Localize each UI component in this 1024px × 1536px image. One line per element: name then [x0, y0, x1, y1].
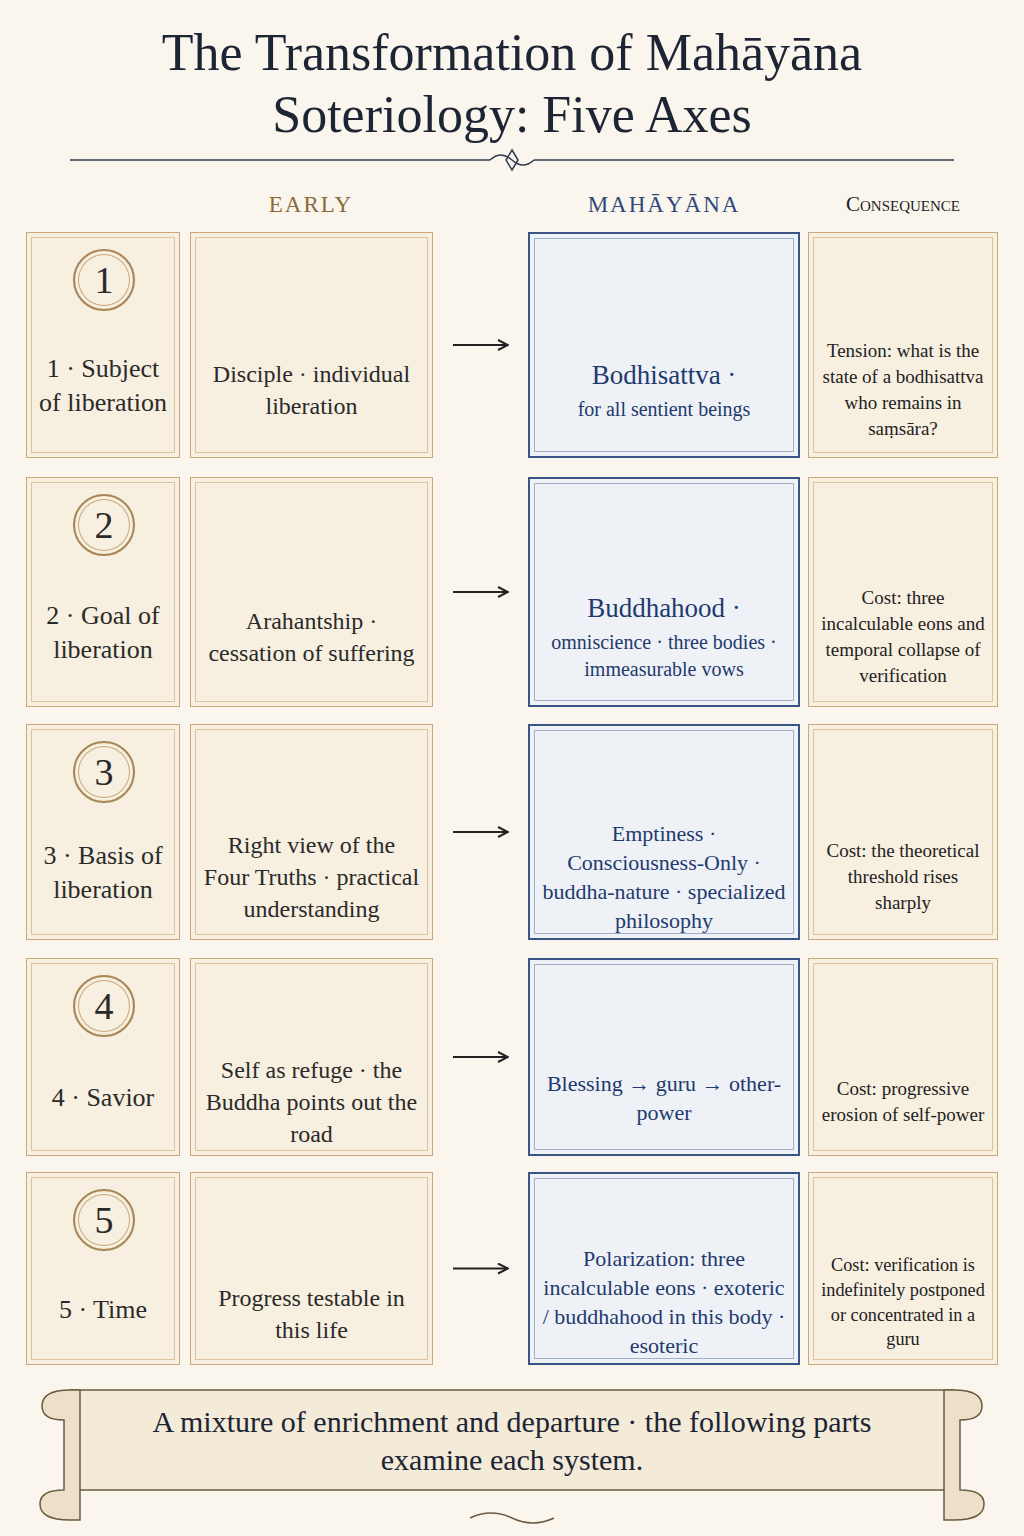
- column-header: EARLY: [191, 192, 431, 218]
- column-header: MAHĀYĀNA: [544, 192, 784, 218]
- mahayana-box: Blessing → guru → other-power: [528, 958, 800, 1156]
- mahayana-box: Buddhahood · omniscience · three bodies ·…: [528, 477, 800, 707]
- early-box: Arahantship · cessation of suffering: [190, 477, 433, 707]
- box-text: Self as refuge · the Buddha points out t…: [203, 1054, 420, 1150]
- mahayana-box: Bodhisattva · for all sentient beings: [528, 232, 800, 458]
- mahayana-box: Polarization: three incalculable eons · …: [528, 1172, 800, 1365]
- consequence-box: Cost: three incalculable eons and tempor…: [808, 477, 998, 707]
- scroll-banner: [40, 1390, 984, 1523]
- box-text: 2 · Goal of liberation: [39, 599, 167, 667]
- early-box: Progress testable in this life: [190, 1172, 433, 1365]
- flow-arrow: [453, 1056, 508, 1058]
- box-text: Right view of the Four Truths · practica…: [203, 829, 420, 925]
- callout-number: 1: [95, 260, 114, 300]
- box-text: Buddhahood ·: [587, 591, 741, 625]
- axis-number-circle: 5: [73, 1189, 135, 1251]
- box-text: Polarization: three incalculable eons · …: [542, 1244, 786, 1360]
- callout-number: 2: [95, 505, 114, 545]
- column-header: Consequence: [783, 192, 1023, 217]
- mahayana-box: Emptiness · Consciousness-Only · buddha-…: [528, 724, 800, 940]
- box-text: Blessing → guru → other-power: [542, 1069, 786, 1127]
- flow-arrow: [453, 344, 508, 346]
- box-text: Cost: verification is indefinitely postp…: [821, 1253, 985, 1353]
- box-text: Arahantship · cessation of suffering: [203, 605, 420, 669]
- callout-number: 5: [95, 1200, 114, 1240]
- box-text: 3 · Basis of liberation: [39, 839, 167, 907]
- box-text: Progress testable in this life: [203, 1282, 420, 1346]
- box-text: Disciple · individual liberation: [203, 358, 420, 422]
- flow-arrow: [453, 1267, 508, 1269]
- callout-number: 3: [95, 752, 114, 792]
- diagram-title: The Transformation of Mahāyāna Soteriolo…: [90, 22, 934, 146]
- axis-label-box: 2 · Goal of liberation 2: [26, 477, 180, 707]
- box-text: Cost: three incalculable eons and tempor…: [821, 585, 985, 689]
- axis-label-box: 3 · Basis of liberation 3: [26, 724, 180, 940]
- axis-label-box: 5 · Time 5: [26, 1172, 180, 1365]
- box-text: Cost: progressive erosion of self-power: [821, 1076, 985, 1128]
- axis-label-box: 1 · Subject of liberation 1: [26, 232, 180, 458]
- axis-number-circle: 4: [73, 975, 135, 1037]
- scroll-caption: A mixture of enrichment and departure · …: [110, 1398, 914, 1484]
- box-text: 5 · Time: [59, 1293, 147, 1327]
- box-text: for all sentient beings: [578, 396, 751, 423]
- flow-arrow: [453, 591, 508, 593]
- consequence-box: Cost: progressive erosion of self-power: [808, 958, 998, 1156]
- box-text: Emptiness · Consciousness-Only · buddha-…: [542, 819, 786, 935]
- box-text: 4 · Savior: [52, 1081, 155, 1115]
- box-text: Bodhisattva ·: [592, 358, 737, 392]
- axis-number-circle: 2: [73, 494, 135, 556]
- early-box: Disciple · individual liberation: [190, 232, 433, 458]
- early-box: Right view of the Four Truths · practica…: [190, 724, 433, 940]
- consequence-box: Cost: the theoretical threshold rises sh…: [808, 724, 998, 940]
- title-divider: [70, 150, 954, 170]
- consequence-box: Tension: what is the state of a bodhisat…: [808, 232, 998, 458]
- box-text: omniscience · three bodies · immeasurabl…: [542, 629, 786, 683]
- axis-number-circle: 3: [73, 741, 135, 803]
- axis-number-circle: 1: [73, 249, 135, 311]
- flow-arrow: [453, 831, 508, 833]
- callout-number: 4: [95, 986, 114, 1026]
- consequence-box: Cost: verification is indefinitely postp…: [808, 1172, 998, 1365]
- early-box: Self as refuge · the Buddha points out t…: [190, 958, 433, 1156]
- box-text: 1 · Subject of liberation: [39, 352, 167, 420]
- axis-label-box: 4 · Savior 4: [26, 958, 180, 1156]
- box-text: Tension: what is the state of a bodhisat…: [821, 338, 985, 442]
- box-text: Cost: the theoretical threshold rises sh…: [821, 838, 985, 916]
